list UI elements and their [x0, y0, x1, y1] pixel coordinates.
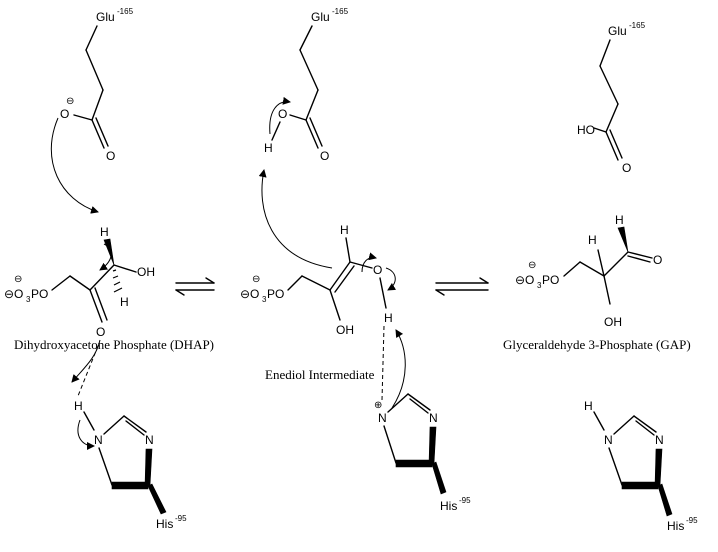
dhap-carboxylate-charge: ⊖ [66, 96, 74, 107]
gap-his-tail [657, 483, 673, 517]
dhap-his-residue: H N N His -95 [74, 399, 187, 531]
enediol-oh-curved-arrow [385, 267, 397, 291]
gap-molecule: ⊖ ⊖O 3 PO OH H H O [515, 213, 662, 329]
gap-his-h: H [584, 399, 593, 413]
gap-glu-label: Glu [608, 24, 627, 38]
enediol-glu-label: Glu [311, 10, 330, 24]
gap-glu-residue: Glu -165 HO O [577, 21, 646, 175]
enediol-his-curved-arrow [391, 329, 406, 409]
gap-hydroxyl: OH [604, 315, 622, 329]
dhap-his-curved-arrow [77, 419, 95, 450]
dhap-carbonyl-oxygen: O [106, 149, 115, 163]
dhap-his-h: H [74, 399, 83, 413]
equilibrium-arrow-left [175, 277, 215, 296]
dhap-phosphate-po: PO [31, 287, 48, 301]
enediol-phosphate-charge: ⊖ [252, 274, 260, 285]
gap-h-mid: H [588, 233, 597, 247]
enediol-glu-residue: Glu -165 O H O [264, 7, 349, 163]
dhap-his-tail [147, 483, 167, 515]
gap-aldehyde-wedge [617, 226, 629, 253]
enediol-his-wedge [428, 426, 437, 465]
dhap-panel: Glu -165 O ⊖ O ⊖ ⊖O 3 PO O OH [4, 7, 214, 531]
gap-glu-carbonyl-oxygen: O [622, 161, 631, 175]
enediol-co-curved-arrow [361, 252, 377, 273]
dhap-ketone-oxygen: O [96, 325, 105, 339]
dhap-phosphate-charge: ⊖ [14, 274, 22, 285]
dhap-hydroxyl: OH [137, 265, 155, 279]
enediol-glu-curved-arrow [269, 96, 291, 135]
gap-his-n2: N [655, 433, 664, 447]
dhap-his-n2: N [145, 433, 154, 447]
enediol-his-tail [431, 461, 447, 495]
dhap-hydrogen-bond [77, 345, 99, 397]
enediol-caption: Enediol Intermediate [265, 367, 375, 382]
dhap-h-top: H [100, 225, 109, 239]
dhap-glu-label: Glu [96, 10, 115, 24]
gap-caption: Glyceraldehyde 3-Phosphate (GAP) [503, 337, 691, 352]
enediol-enol-oxygen: O [373, 263, 382, 277]
dhap-his-label: His [156, 517, 173, 531]
enediol-his-number: -95 [459, 496, 471, 505]
gap-glu-hydroxyl: HO [577, 123, 595, 137]
dhap-hash-bond [112, 269, 123, 293]
dhap-his-number: -95 [175, 514, 187, 523]
dhap-curved-arrow-ch [99, 243, 112, 271]
dhap-curved-arrow-co [71, 339, 101, 383]
enediol-acid-oxygen: O [278, 107, 287, 121]
dhap-curved-arrow-glu [50, 117, 99, 214]
dhap-phosphate-sub: 3 [26, 295, 31, 304]
enediol-his-residue: ⊕ N N His -95 [374, 393, 471, 513]
enediol-hydrogen-bond [381, 325, 385, 401]
dhap-h-bottom: H [120, 295, 129, 309]
gap-his-n1: N [604, 433, 613, 447]
gap-his-wedge [654, 448, 663, 487]
enediol-phosphate-sub: 3 [262, 295, 267, 304]
enediol-his-n2: N [429, 411, 438, 425]
enediol-h-top: H [340, 223, 349, 237]
equilibrium-arrow-right [435, 277, 489, 296]
gap-phosphate-o: ⊖O [515, 273, 534, 287]
gap-his-bold-bond [621, 481, 659, 490]
enediol-curved-arrow-to-glu [258, 169, 333, 269]
gap-his-residue: H N N His -95 [584, 399, 698, 533]
gap-his-number: -95 [686, 516, 698, 525]
enediol-phosphate-o: ⊖O [240, 287, 259, 301]
gap-glu-number: -165 [629, 21, 646, 30]
enediol-molecule: ⊖ ⊖O 3 PO OH H O H [240, 223, 397, 337]
dhap-phosphate-o: ⊖O [4, 287, 23, 301]
gap-h-top: H [615, 213, 624, 227]
dhap-glu-residue: Glu -165 O ⊖ O [60, 7, 134, 163]
dhap-glu-number: -165 [117, 7, 134, 16]
dhap-his-bold-bond [111, 481, 149, 490]
enediol-carbonyl-oxygen: O [320, 149, 329, 163]
gap-his-label: His [667, 519, 684, 533]
gap-phosphate-po: PO [542, 273, 559, 287]
enediol-hydroxyl: OH [336, 323, 354, 337]
enediol-glu-number: -165 [332, 7, 349, 16]
enediol-phosphate-po: PO [267, 287, 284, 301]
gap-panel: Glu -165 HO O ⊖ ⊖O 3 PO OH H H [503, 21, 698, 533]
enediol-his-label: His [440, 499, 457, 513]
dhap-his-n1: N [94, 433, 103, 447]
dhap-caption: Dihydroxyacetone Phosphate (DHAP) [14, 337, 214, 352]
enediol-his-n1: N [378, 411, 387, 425]
gap-phosphate-charge: ⊖ [528, 260, 536, 271]
enediol-his-plus: ⊕ [374, 400, 382, 411]
enediol-enol-hydrogen: H [384, 311, 393, 325]
dhap-molecule: ⊖ ⊖O 3 PO O OH H H [4, 225, 155, 383]
dhap-his-wedge [144, 448, 153, 487]
gap-phosphate-sub: 3 [537, 281, 542, 290]
enediol-his-bold-bond [395, 459, 433, 468]
dhap-carboxylate-oxygen: O [60, 107, 69, 121]
gap-aldehyde-oxygen: O [653, 253, 662, 267]
enediol-acid-hydrogen: H [264, 141, 273, 155]
enediol-panel: Glu -165 O H O ⊖ ⊖O 3 PO OH [240, 7, 471, 513]
